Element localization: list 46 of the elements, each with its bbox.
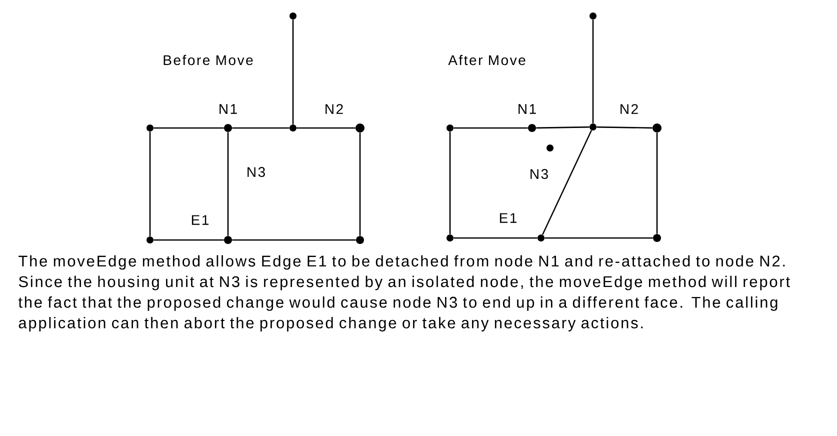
line: [596, 126, 652, 129]
line: [449, 132, 451, 234]
point-marker: [146, 124, 154, 132]
label: N2: [620, 104, 638, 114]
line: [454, 127, 528, 129]
point-marker: [546, 144, 554, 152]
label: E1: [192, 215, 208, 225]
point-marker: [356, 236, 364, 244]
point-marker: [538, 234, 544, 242]
point-marker: [290, 124, 296, 132]
point-marker: [590, 12, 596, 20]
line: [232, 239, 356, 241]
label: After Move: [448, 54, 526, 66]
line: [359, 132, 361, 236]
label: N2: [326, 104, 343, 114]
line: [154, 239, 224, 241]
point-marker: [290, 12, 296, 20]
point-marker: [224, 124, 232, 132]
point-marker: [446, 124, 454, 132]
point-marker: [146, 236, 154, 244]
point-marker: [446, 234, 454, 242]
caption: The moveEdge method allows Edge E1 to be detached from node N1 and re-attached to node N2. Since the housing unit at N3 is represented by an isolated node, the moveEdge method will report the fact that the proposed change would cause node N3 to end up in a different face. The calling application can then abort the proposed change or take any necessary actions.: [18, 255, 790, 332]
point-marker: [356, 124, 364, 132]
line: [542, 130, 592, 235]
line: [656, 132, 658, 234]
line: [592, 20, 594, 124]
line: [292, 20, 294, 124]
line: [544, 237, 653, 239]
line: [149, 132, 151, 236]
line: [536, 126, 590, 129]
point-marker: [590, 124, 596, 130]
label: N1: [220, 104, 237, 114]
line: [154, 127, 224, 129]
line: [232, 127, 290, 129]
label: E1: [500, 213, 516, 223]
label: N3: [530, 169, 548, 179]
point-marker: [652, 124, 662, 132]
point-marker: [528, 124, 536, 132]
line: [454, 237, 538, 239]
label: Before Move: [164, 54, 253, 66]
label: N1: [518, 104, 536, 114]
label: N3: [248, 167, 265, 177]
point-marker: [653, 234, 661, 242]
line: [296, 127, 356, 129]
line: [227, 132, 229, 236]
point-marker: [224, 236, 232, 244]
